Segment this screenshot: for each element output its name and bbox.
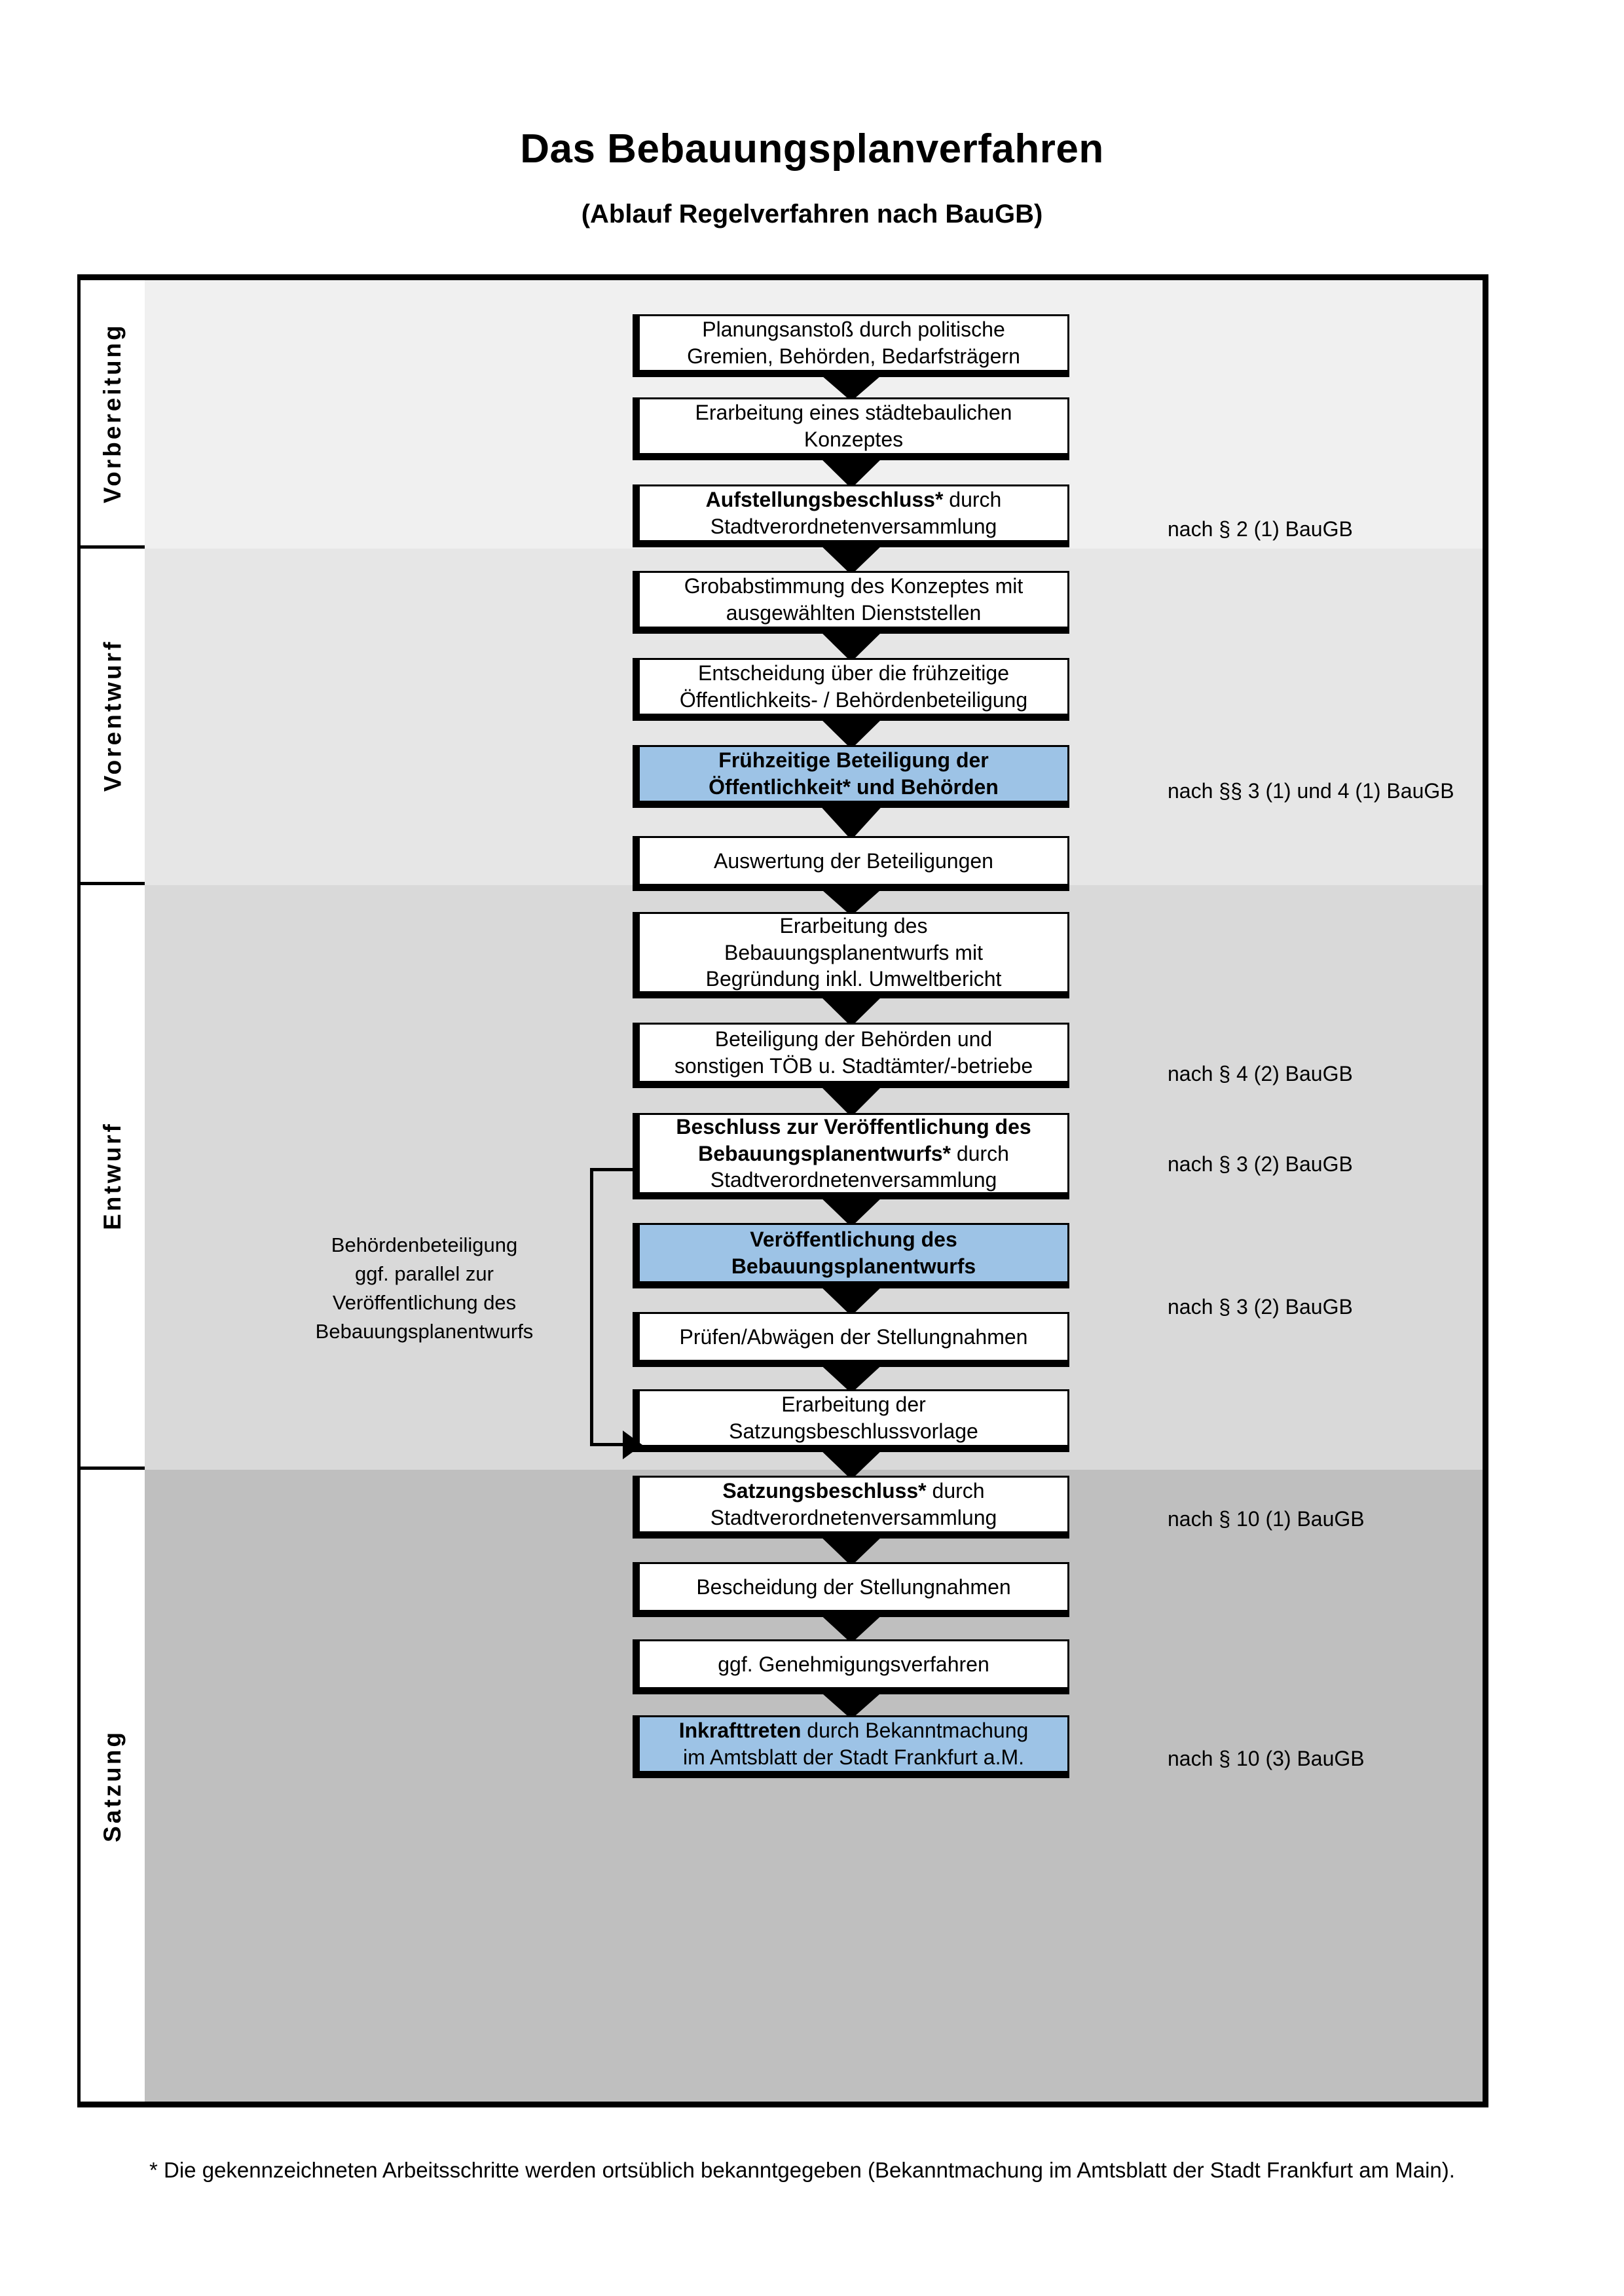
connector-arrow-down-icon <box>817 542 885 575</box>
side-note-line: ggf. parallel zur <box>355 1262 494 1286</box>
flow-step-line: Inkrafttreten durch Bekanntmachung <box>678 1719 1029 1743</box>
flow-step-line: Beschluss zur Veröffentlichung des <box>676 1114 1031 1139</box>
flow-step-line: Bebauungsplanentwurfs <box>731 1254 976 1278</box>
connector-arrow-down-icon <box>817 1689 885 1719</box>
bracket-top-segment <box>590 1168 637 1171</box>
phase-label-vorentwurf: Vorentwurf <box>99 639 126 792</box>
flow-step-line: im Amtsblatt der Stadt Frankfurt a.M. <box>682 1745 1025 1769</box>
flow-step-line: sonstigen TÖB u. Stadtämter/-betriebe <box>674 1054 1033 1078</box>
connector-arrow-down-icon <box>817 629 885 662</box>
flow-step-line: Bebauungsplanentwurfs* durch <box>698 1141 1009 1165</box>
flow-step-line: Öffentlichkeits- / Behördenbeteiligung <box>679 688 1028 712</box>
flow-step-line: Gremien, Behörden, Bedarfsträgern <box>687 344 1020 368</box>
flow-step-pruefen-abwaegen: Prüfen/Abwägen der Stellungnahmen <box>633 1312 1069 1367</box>
flow-step-line: Frühzeitige Beteiligung der <box>718 748 989 773</box>
connector-arrow-down-icon <box>817 716 885 749</box>
connector-arrow-down-icon <box>817 1362 885 1393</box>
side-note-line: Veröffentlichung des <box>332 1291 517 1315</box>
flow-step-line: Stadtverordnetenversammlung <box>710 1168 997 1192</box>
flow-step-line: Öffentlichkeit* und Behörden <box>709 775 999 799</box>
connector-arrow-down-icon <box>817 993 885 1027</box>
flow-step-line: Stadtverordnetenversammlung <box>710 515 997 538</box>
flow-step-line: Erarbeitung des <box>779 913 928 938</box>
phase-cell-satzung: Satzung <box>81 1470 145 2102</box>
flow-step-line: ggf. Genehmigungsverfahren <box>718 1652 989 1676</box>
flow-step-line: Prüfen/Abwägen der Stellungnahmen <box>679 1324 1028 1349</box>
flow-step-line: Stadtverordnetenversammlung <box>710 1506 997 1529</box>
flow-step-line: Begründung inkl. Umweltbericht <box>705 967 1002 991</box>
phase-label-satzung: Satzung <box>99 1729 126 1842</box>
law-annotation-beschluss-veroeffentlichung: nach § 3 (2) BauGB <box>1168 1152 1353 1176</box>
document-header: Das Bebauungsplanverfahren (Ablauf Regel… <box>0 0 1624 229</box>
flow-step-line: Veröffentlichung des <box>750 1228 957 1252</box>
side-note-line: Behördenbeteiligung <box>331 1233 518 1256</box>
flow-step-line: Bescheidung der Stellungnahmen <box>696 1575 1011 1599</box>
law-annotation-inkrafttreten: nach § 10 (3) BauGB <box>1168 1747 1365 1770</box>
law-annotation-veroeffentlichung-entwurf: nach § 3 (2) BauGB <box>1168 1295 1353 1319</box>
connector-arrow-down-icon <box>817 455 885 488</box>
phase-cell-entwurf: Entwurf <box>81 885 145 1470</box>
connector-arrow-down-icon <box>817 1612 885 1643</box>
flow-step-bescheidung-stellungnahmen: Bescheidung der Stellungnahmen <box>633 1562 1069 1617</box>
flow-step-line: Grobabstimmung des Konzeptes mit <box>684 574 1024 598</box>
flow-step-line: Aufstellungsbeschluss* durch <box>705 488 1002 512</box>
law-annotation-satzungsbeschluss: nach § 10 (1) BauGB <box>1168 1507 1365 1531</box>
side-note-line: Bebauungsplanentwurfs <box>315 1320 534 1343</box>
connector-arrow-down-icon <box>817 803 885 840</box>
phase-label-vorbereitung: Vorbereitung <box>99 322 126 503</box>
flow-step-auswertung-beteiligungen: Auswertung der Beteiligungen <box>633 836 1069 891</box>
flow-step-line: Bebauungsplanentwurfs mit <box>724 940 983 964</box>
flow-step-line: Erarbeitung eines städtebaulichen <box>695 401 1012 425</box>
phase-label-entwurf: Entwurf <box>99 1121 126 1230</box>
flow-step-line: Satzungsbeschlussvorlage <box>729 1419 978 1443</box>
connector-arrow-down-icon <box>817 886 885 916</box>
connector-arrow-down-icon <box>817 372 885 401</box>
bracket-arrowhead-icon <box>623 1430 642 1459</box>
law-annotation-beteiligung-behoerden: nach § 4 (2) BauGB <box>1168 1062 1353 1085</box>
flow-step-grobabstimmung: Grobabstimmung des Konzeptes mit ausgewäh… <box>633 571 1069 634</box>
flow-step-line: Erarbeitung der <box>781 1393 926 1417</box>
law-annotation-fruehzeitige-beteiligung: nach §§ 3 (1) und 4 (1) BauGB <box>1168 779 1454 803</box>
connector-arrow-down-icon <box>817 1283 885 1316</box>
flow-step-beteiligung-behoerden: Beteiligung der Behörden und sonstigen TÖ… <box>633 1023 1069 1088</box>
flow-step-line: Entscheidung über die frühzeitige <box>698 661 1009 685</box>
law-annotation-aufstellungsbeschluss: nach § 2 (1) BauGB <box>1168 517 1353 541</box>
phase-cell-vorbereitung: Vorbereitung <box>81 280 145 549</box>
flow-step-line: Konzeptes <box>803 428 904 451</box>
flow-step-line: Auswertung der Beteiligungen <box>714 848 993 873</box>
footnote: * Die gekennzeichneten Arbeitsschritte w… <box>149 2158 1455 2182</box>
phase-cell-vorentwurf: Vorentwurf <box>81 549 145 885</box>
connector-arrow-down-icon <box>817 1533 885 1566</box>
page-title: Das Bebauungsplanverfahren <box>520 126 1104 172</box>
bracket-bottom-segment <box>590 1443 624 1446</box>
bracket-vertical-segment <box>590 1168 593 1446</box>
flow-step-line: ausgewählten Dienststellen <box>726 601 982 625</box>
connector-arrow-down-icon <box>817 1194 885 1227</box>
flow-step-genehmigungsverfahren: ggf. Genehmigungsverfahren <box>633 1639 1069 1694</box>
flow-step-line: Beteiligung der Behörden und <box>714 1027 993 1051</box>
connector-arrow-down-icon <box>817 1447 885 1480</box>
page-subtitle: (Ablauf Regelverfahren nach BauGB) <box>581 200 1043 228</box>
flow-step-line: Satzungsbeschluss* durch <box>722 1479 985 1503</box>
connector-arrow-down-icon <box>817 1083 885 1117</box>
flow-step-line: Planungsanstoß durch politische <box>702 318 1005 342</box>
